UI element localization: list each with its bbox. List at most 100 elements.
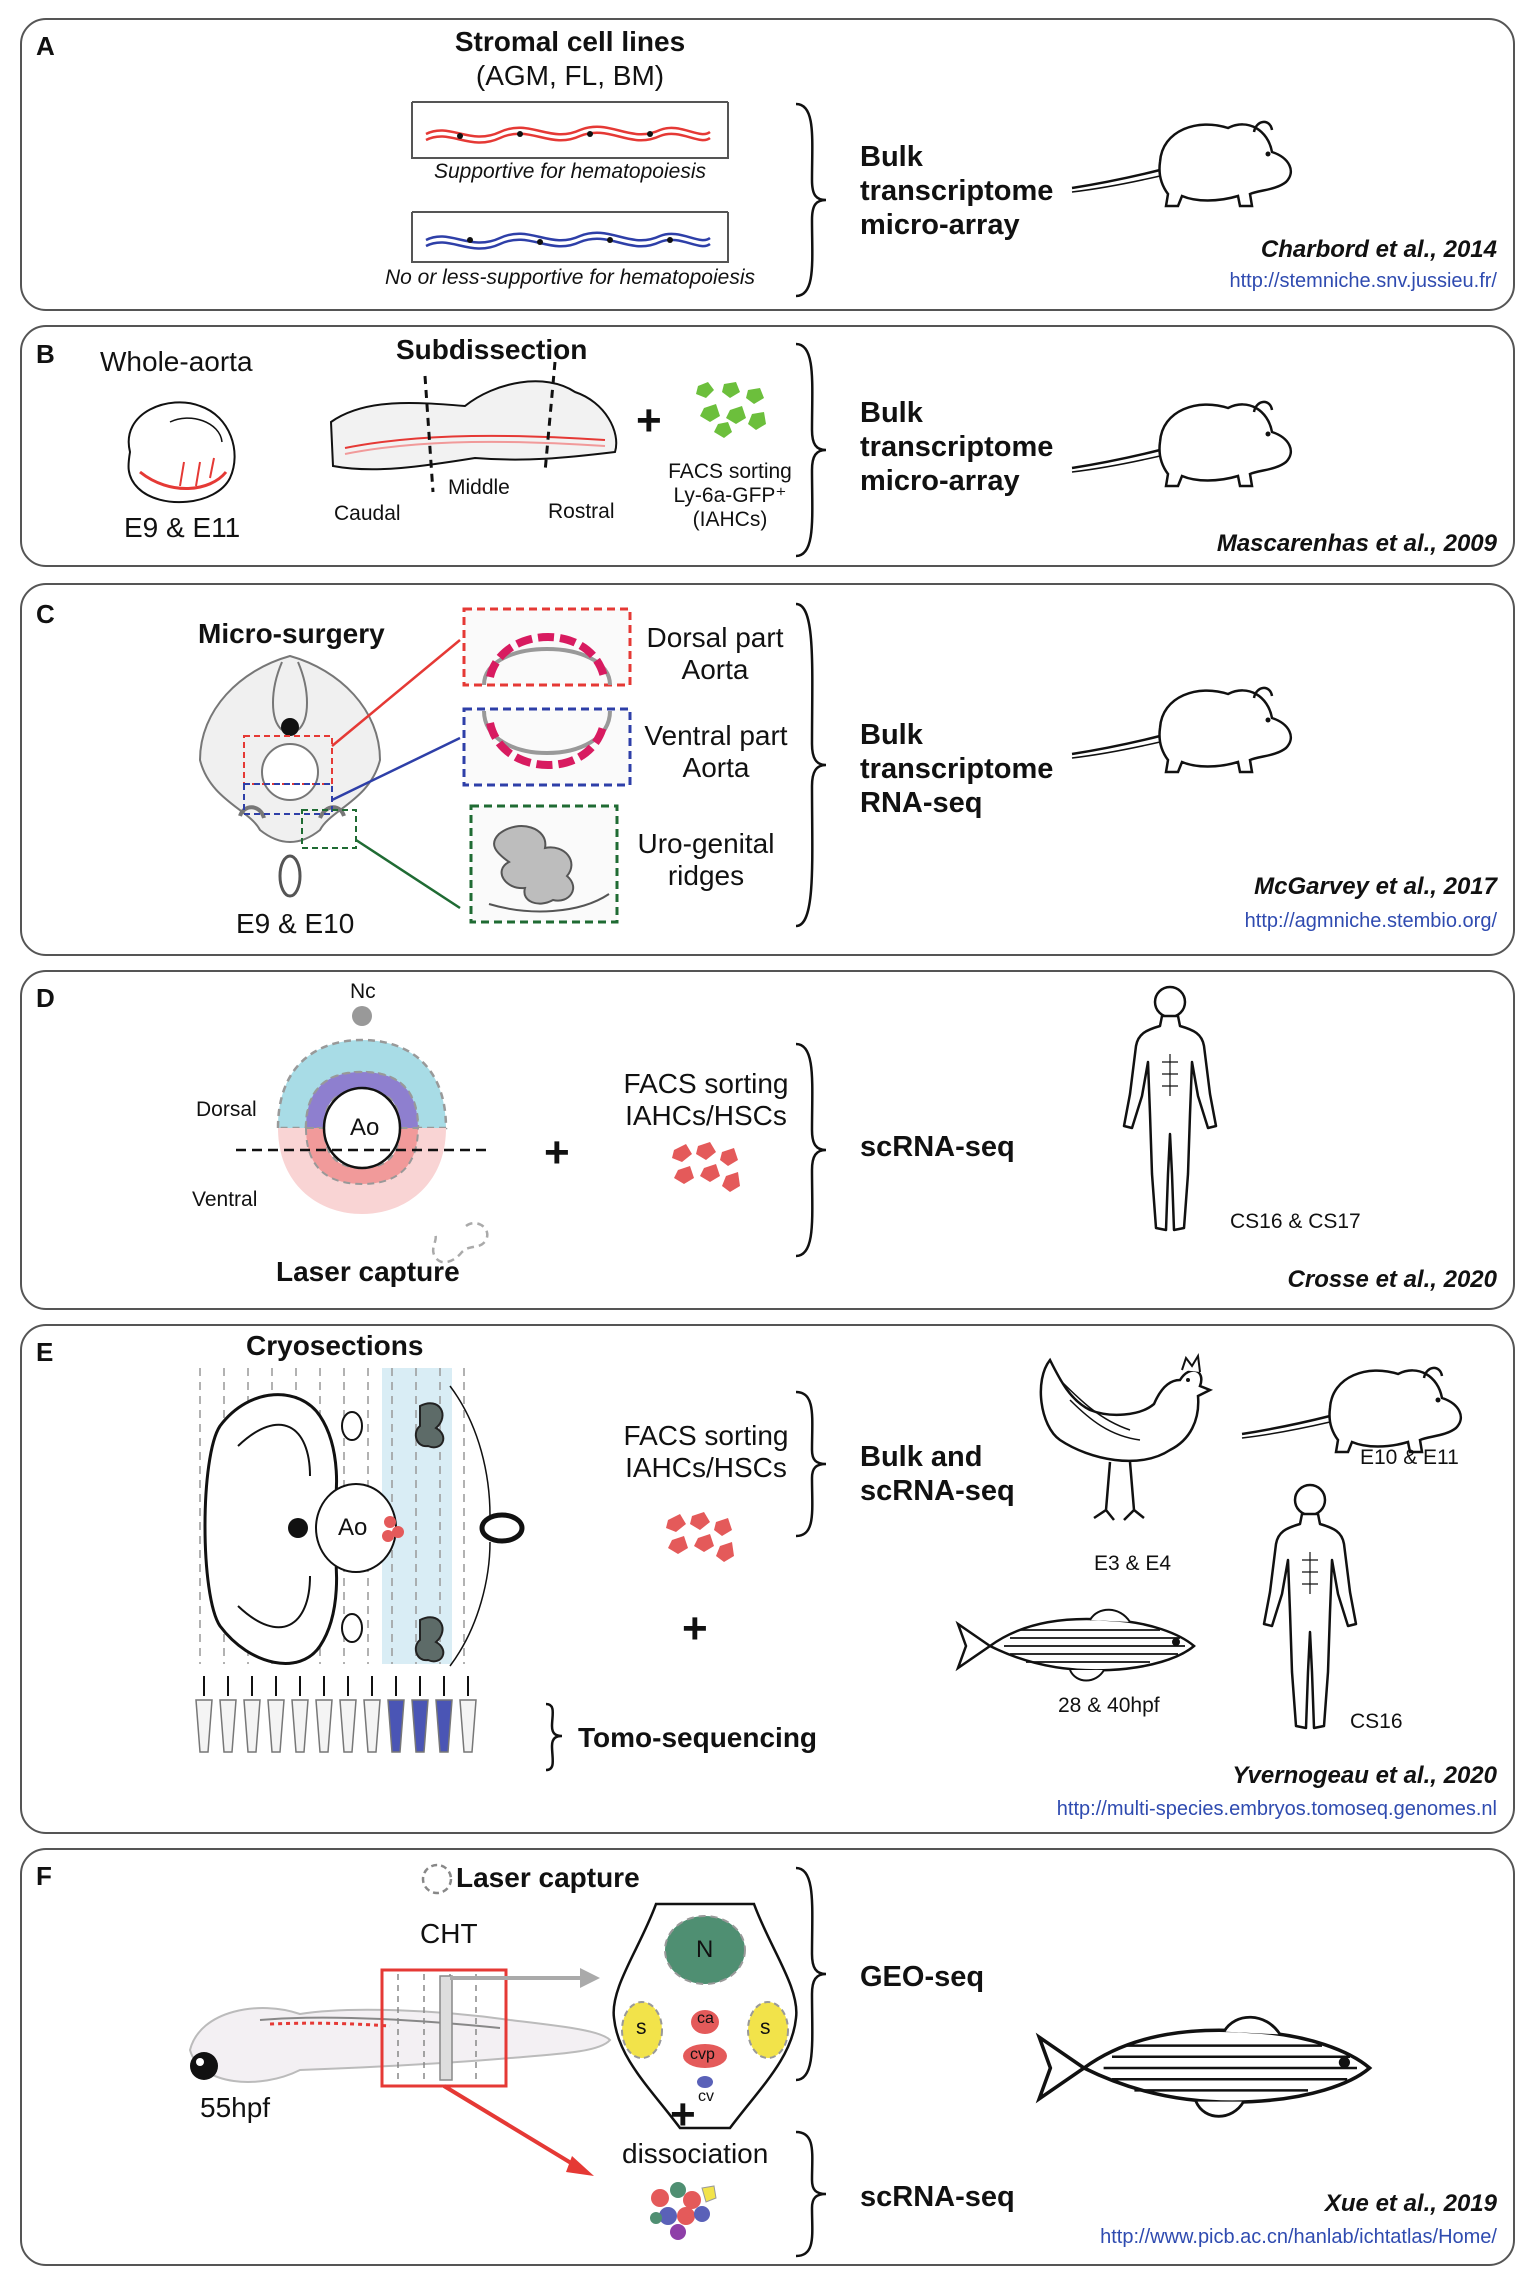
human-icon <box>1122 985 1218 1232</box>
plus-sign: + <box>544 1128 570 1177</box>
aorta-subdissection <box>329 361 618 493</box>
micro-surgery-label: Micro-surgery <box>198 618 385 649</box>
citation: Yvernogeau et al., 2020 <box>1232 1762 1497 1789</box>
culture-dish-less-supportive <box>411 211 729 263</box>
caudal-vein-label: cv <box>698 2088 714 2105</box>
plus-sign: + <box>636 396 662 445</box>
human-icon <box>1262 1483 1358 1730</box>
plus-sign: + <box>682 1604 708 1653</box>
embryo-section <box>198 639 461 910</box>
rostral-label: Rostral <box>548 500 615 523</box>
sorted-cells <box>666 1512 734 1562</box>
scrna-seq-label: scRNA-seq <box>860 2181 1015 2213</box>
caudal-vein-plexus-label: cvp <box>690 2046 715 2063</box>
culture-dish-supportive <box>411 101 729 159</box>
caudal-label: Caudal <box>334 502 401 525</box>
panel-letter: A <box>36 31 55 61</box>
sorted-cells <box>672 1142 740 1192</box>
caudal-artery-label: ca <box>697 2010 714 2027</box>
aorta-label: Ao <box>350 1114 380 1141</box>
curly-brace <box>795 1042 827 1258</box>
stage-label: 55hpf <box>200 2092 271 2123</box>
dorsal-label: Dorsal <box>196 1098 257 1121</box>
embryo-drawing <box>127 401 236 504</box>
chicken-icon <box>1039 1353 1214 1521</box>
panel-subtitle: (AGM, FL, BM) <box>475 60 665 91</box>
ventral-label: Ventral <box>192 1188 258 1211</box>
curly-brace <box>795 602 827 928</box>
citation-link[interactable]: http://www.picb.ac.cn/hanlab/ichtatlas/H… <box>1100 2226 1497 2248</box>
somite-label: s <box>760 2016 771 2039</box>
panel-letter: D <box>36 983 55 1013</box>
aorta-label: Ao <box>338 1514 368 1541</box>
ventral-aorta-box <box>462 707 632 787</box>
citation: Crosse et al., 2020 <box>1287 1266 1497 1293</box>
stage-label: E9 & E10 <box>236 908 355 939</box>
chicken-stage-label: E3 & E4 <box>1094 1552 1172 1575</box>
mouse-icon <box>1240 1366 1463 1454</box>
human-stage-label: CS16 <box>1350 1710 1403 1733</box>
dissociated-cells <box>650 2182 717 2240</box>
supportive-label: Supportive for hematopoiesis <box>434 160 706 183</box>
citation: Mascarenhas et al., 2009 <box>1216 530 1497 557</box>
middle-label: Middle <box>448 476 510 499</box>
dissociation-label: dissociation <box>622 2138 769 2169</box>
zebrafish-larva <box>188 1968 612 2176</box>
zebrafish-icon <box>956 1608 1196 1682</box>
cryosection-diagram <box>195 1368 563 1772</box>
aorta-laser-capture <box>236 1006 492 1264</box>
panel-d <box>20 970 1515 1310</box>
cryosections-label: Cryosections <box>246 1330 424 1361</box>
somite-label: s <box>636 2016 647 2039</box>
cht-label: CHT <box>420 1918 478 1949</box>
less-supportive-label: No or less-supportive for hematopoiesis <box>384 266 755 289</box>
citation: Xue et al., 2019 <box>1324 2190 1497 2217</box>
citation-link[interactable]: http://agmniche.stembio.org/ <box>1244 910 1497 932</box>
geo-seq-label: GEO-seq <box>860 1961 985 1993</box>
whole-aorta-label: Whole-aorta <box>100 346 253 377</box>
cht-section <box>612 1902 798 2130</box>
method-label: scRNA-seq <box>860 1131 1015 1163</box>
mouse-stage-label: E10 & E11 <box>1360 1446 1459 1469</box>
tomo-sequencing-label: Tomo-sequencing <box>578 1722 818 1753</box>
curly-brace <box>795 1390 827 1538</box>
curly-brace <box>795 2130 827 2258</box>
notochord-label: Nc <box>350 980 376 1003</box>
citation-link[interactable]: http://stemniche.snv.jussieu.fr/ <box>1229 270 1497 292</box>
citation: Charbord et al., 2014 <box>1260 236 1497 263</box>
panel-letter: E <box>36 1337 54 1367</box>
laser-capture-label: Laser capture <box>456 1862 640 1893</box>
subdissection-label: Subdissection <box>396 334 588 365</box>
fish-stage-label: 28 & 40hpf <box>1058 1694 1160 1717</box>
zebrafish-icon <box>1037 2015 1372 2119</box>
citation: McGarvey et al., 2017 <box>1254 873 1497 900</box>
mouse-icon <box>1070 686 1293 774</box>
dorsal-aorta-box <box>462 607 632 687</box>
panel-title: Stromal cell lines <box>454 26 686 57</box>
plus-sign: + <box>670 2090 696 2139</box>
curly-brace <box>795 1866 827 2082</box>
laser-capture-icon <box>421 1863 453 1895</box>
panel-letter: B <box>36 339 55 369</box>
mouse-icon <box>1070 400 1293 488</box>
curly-brace <box>795 342 827 558</box>
panel-letter: F <box>36 1861 52 1891</box>
panel-letter: C <box>36 599 55 629</box>
citation-link[interactable]: http://multi-species.embryos.tomoseq.gen… <box>1056 1798 1497 1820</box>
stage-label: CS16 & CS17 <box>1230 1210 1361 1233</box>
stage-label: E9 & E11 <box>124 512 241 543</box>
curly-brace <box>795 102 827 298</box>
mouse-icon <box>1070 120 1293 208</box>
gfp-cells <box>696 382 766 438</box>
laser-capture-label: Laser capture <box>276 1256 460 1287</box>
